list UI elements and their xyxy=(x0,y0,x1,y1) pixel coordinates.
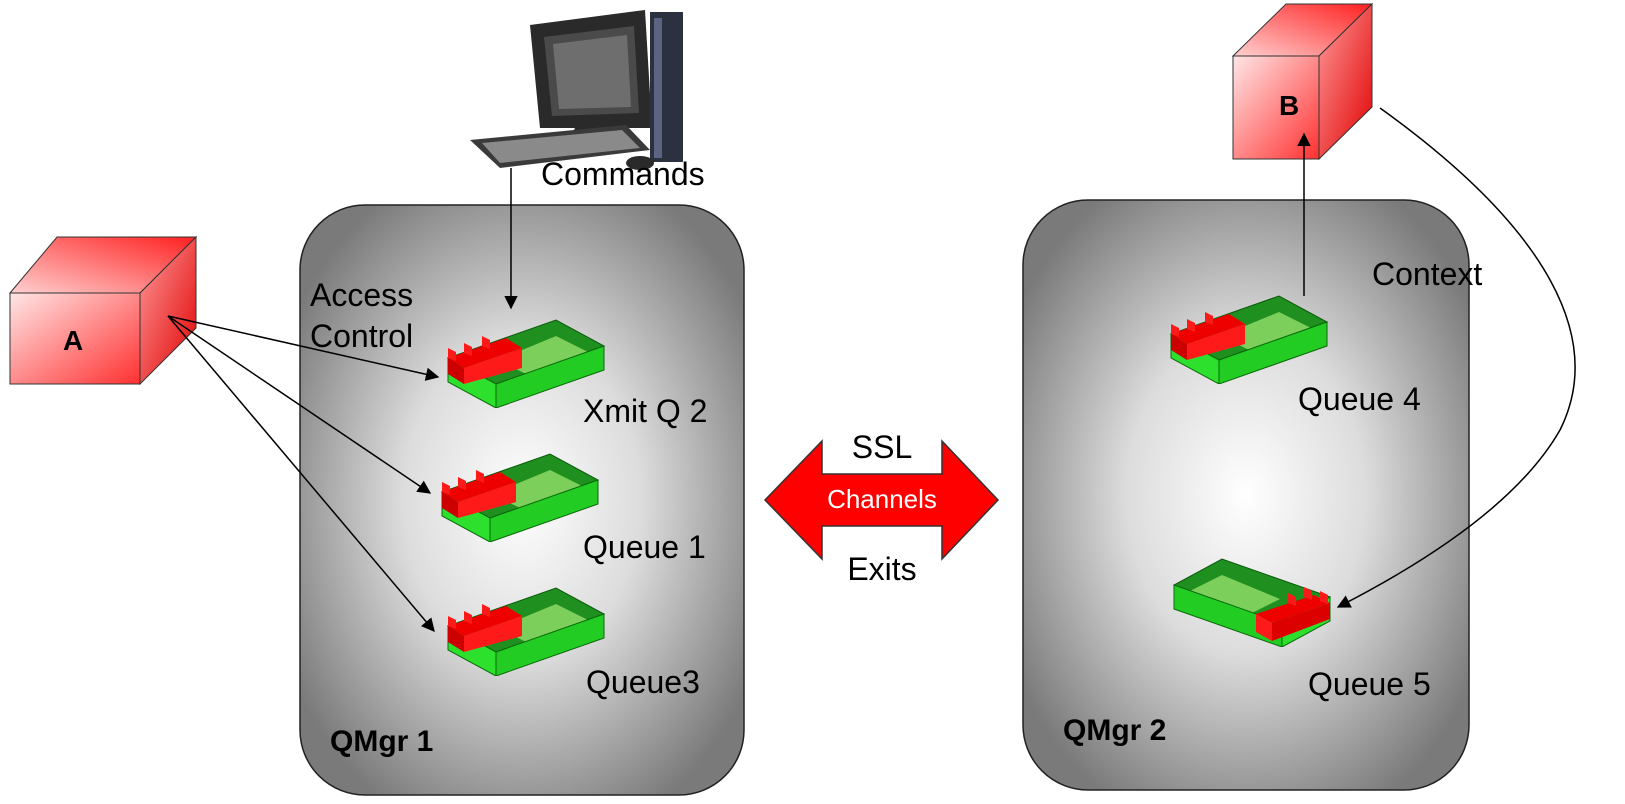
xmitq2-label: Xmit Q 2 xyxy=(583,393,708,429)
context-label: Context xyxy=(1372,256,1483,292)
queue4-label: Queue 4 xyxy=(1298,381,1421,417)
exits-label: Exits xyxy=(847,551,917,587)
computer-icon xyxy=(470,10,683,170)
app-b-box xyxy=(1231,2,1374,161)
qmgr1-label: QMgr 1 xyxy=(330,725,434,758)
app-a-label: A xyxy=(63,325,84,356)
queue3-label: Queue3 xyxy=(586,664,700,700)
access-control-line1: Access xyxy=(310,277,414,313)
a-to-queue3-arrow xyxy=(167,315,435,633)
channels-arrow xyxy=(763,439,1000,561)
commands-label: Commands xyxy=(541,156,705,192)
app-a-box xyxy=(8,235,198,386)
a-to-queue1-arrow xyxy=(167,315,432,494)
channels-label: Channels xyxy=(827,484,937,514)
qmgr2-label: QMgr 2 xyxy=(1063,714,1167,747)
qmgr2-container xyxy=(1022,199,1470,791)
a-to-xmitq2-arrow xyxy=(167,315,440,381)
access-control-line2: Control xyxy=(310,318,414,354)
ssl-label: SSL xyxy=(851,429,913,465)
app-b-label: B xyxy=(1279,90,1300,121)
queue1-label: Queue 1 xyxy=(583,529,706,565)
b-to-queue5-context-arrow xyxy=(1336,107,1576,608)
queue5-label: Queue 5 xyxy=(1308,666,1431,702)
